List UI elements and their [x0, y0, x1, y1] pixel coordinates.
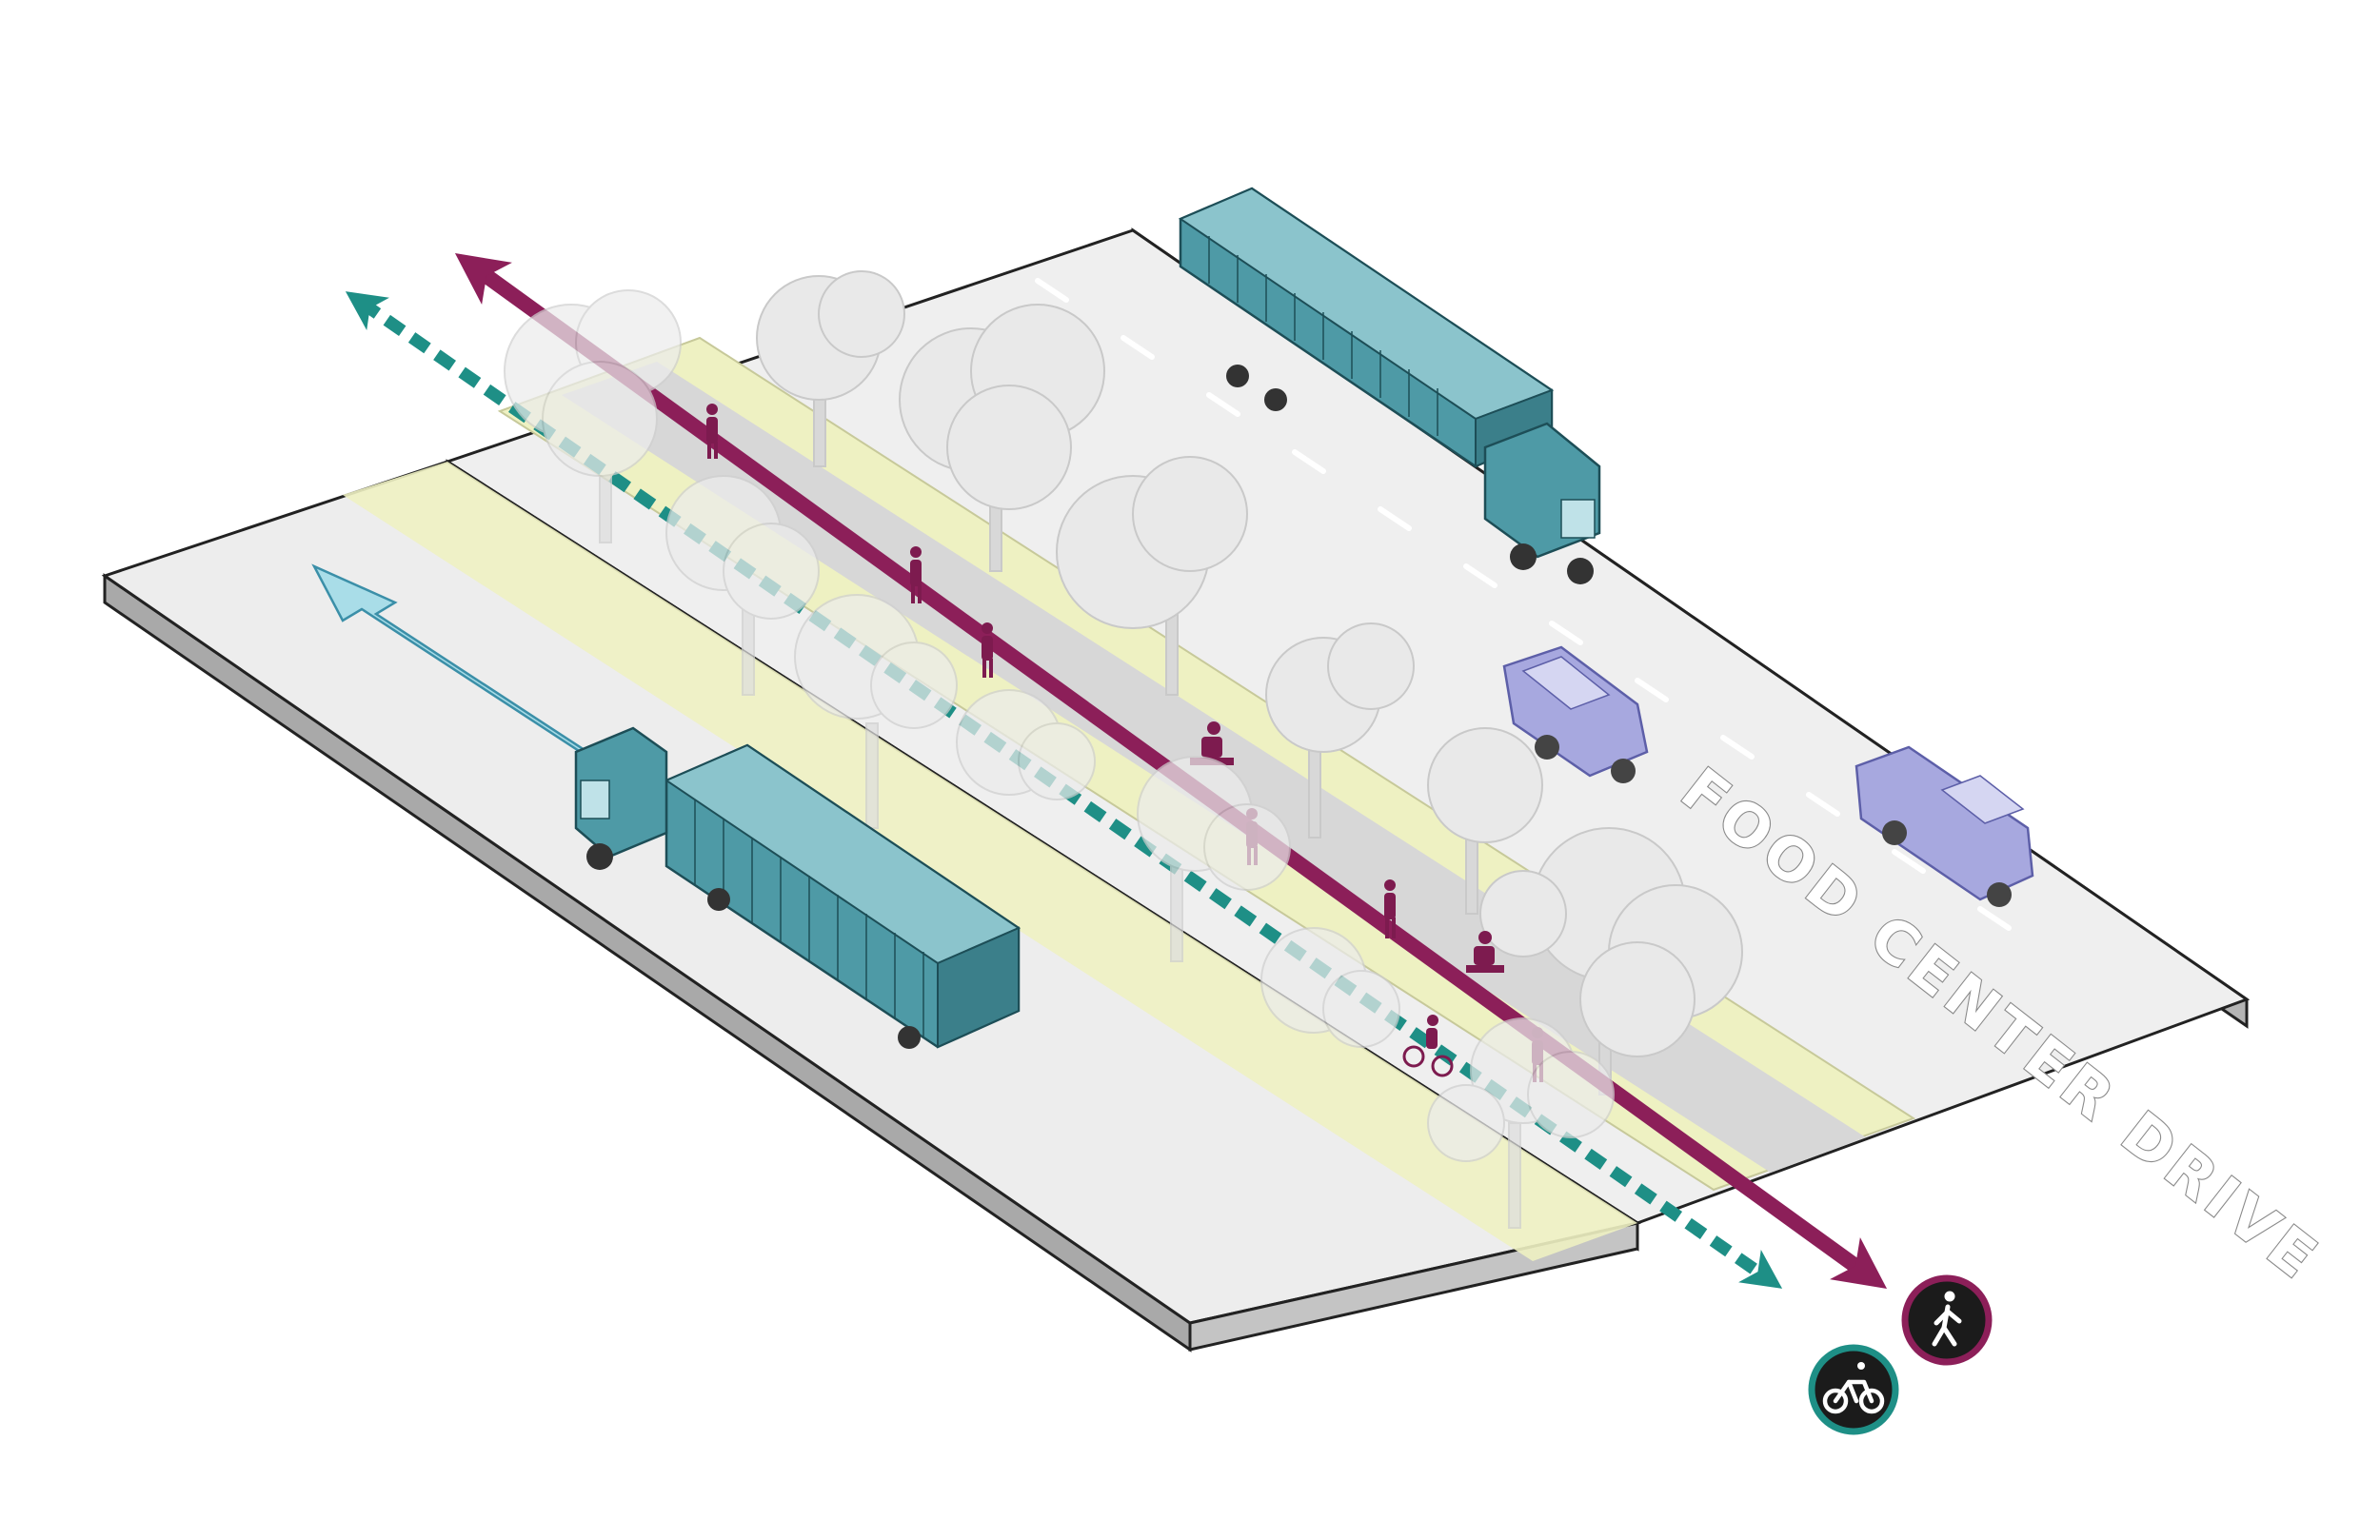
semi-truck-front [574, 726, 1021, 1049]
person-figure [1384, 879, 1396, 938]
person-figure [706, 404, 718, 459]
tree-canopy-front [504, 289, 1615, 1229]
person-figure [910, 546, 922, 603]
legend-bike [1808, 1344, 1899, 1435]
legend-pedestrian [1901, 1274, 1993, 1366]
bicycle-icon [1822, 1362, 1885, 1414]
cyclist-figure [1402, 1015, 1454, 1077]
legend [1808, 1274, 1993, 1435]
pedestrian-icon [1932, 1291, 1962, 1347]
person-figure [1466, 931, 1504, 973]
pickup-truck-car [1854, 745, 2034, 907]
person-figure [982, 622, 993, 678]
